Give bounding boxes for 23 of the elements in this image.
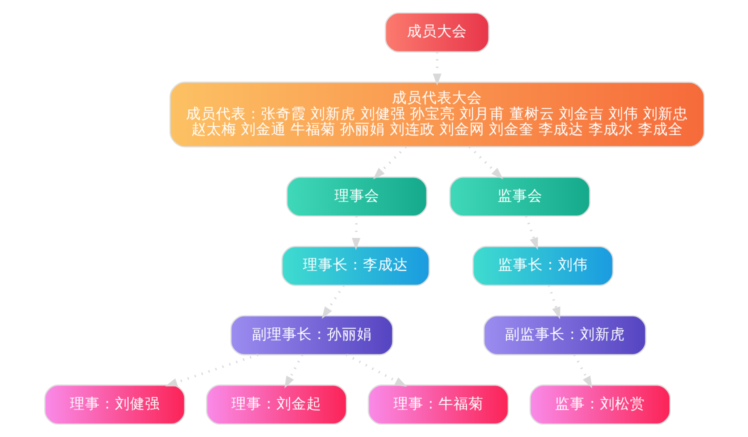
arrow (547, 285, 560, 320)
arrow (524, 216, 538, 250)
node-box: 理事：刘健强 (44, 384, 185, 425)
node-box: 成员代表大会 成员代表：张奇霞 刘新虎 刘健强 孙宝亮 刘月甫 董树云 刘金吉 刘伟 刘新忠 赵太梅 刘金通 牛福菊 孙丽娟 刘连政 刘金网 刘金奎 李成达 李成水 李成全 (169, 82, 704, 148)
arrow (432, 52, 441, 86)
node-box: 理事：牛福菊 (367, 384, 508, 425)
node-box: 副监事长：刘新虎 (482, 315, 646, 356)
arrow (572, 354, 592, 388)
node-box: 理事：刘金起 (206, 384, 347, 425)
arrow (468, 146, 503, 180)
arrow (164, 354, 258, 386)
node-box: 监事长：刘伟 (472, 246, 614, 286)
node-box: 理事会 (286, 176, 427, 217)
node-box: 成员大会 (384, 12, 489, 52)
node-box: 监事会 (448, 176, 590, 217)
arrow (284, 354, 303, 388)
node-box: 监事：刘松赏 (529, 384, 670, 425)
arrow (345, 354, 407, 387)
arrow (321, 284, 344, 319)
arrow (351, 216, 360, 250)
arrow (372, 146, 406, 180)
node-box: 副理事长：孙丽娟 (230, 315, 393, 356)
node-box: 理事长：李成达 (280, 246, 430, 286)
